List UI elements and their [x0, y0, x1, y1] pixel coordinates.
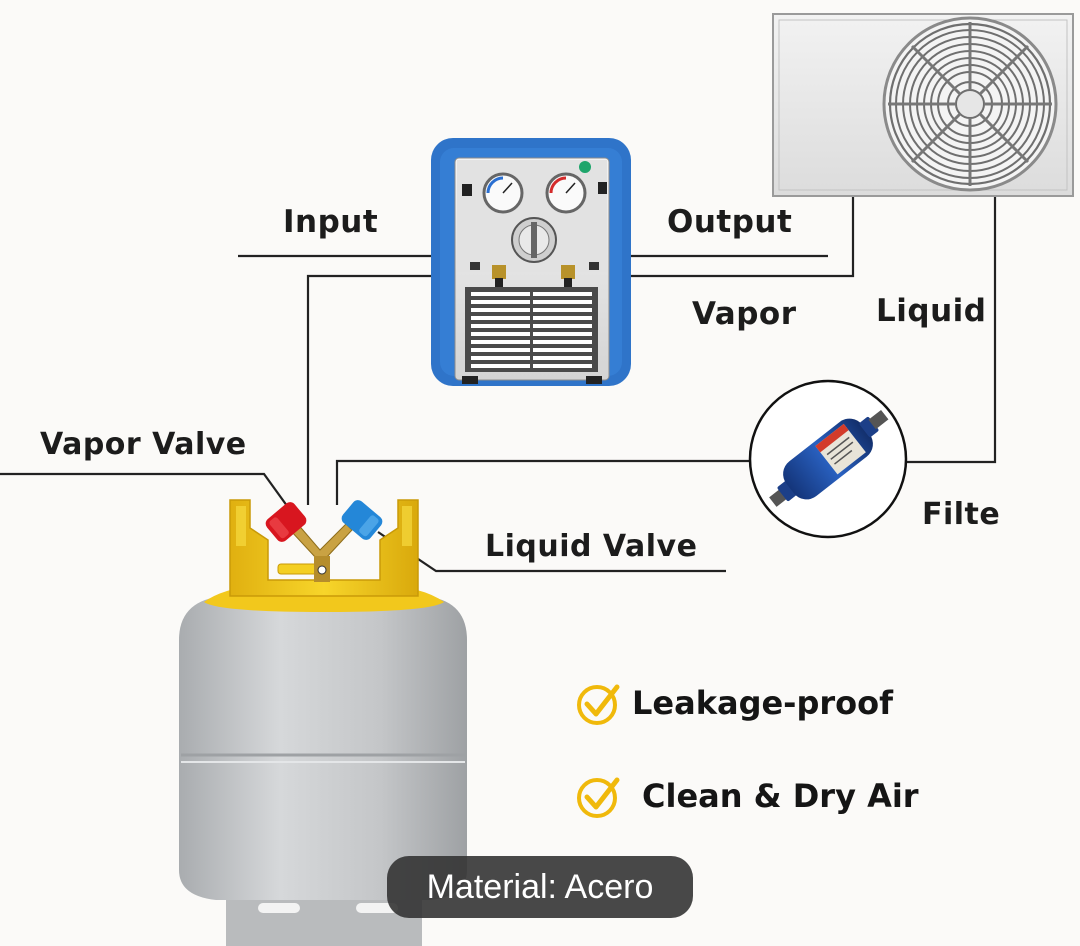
brass-port-input [492, 265, 506, 288]
output-label: Output [667, 204, 793, 240]
vapor-valve-leader-line [0, 472, 291, 511]
vapor-valve-label: Vapor Valve [40, 427, 247, 462]
brass-port-output [561, 265, 575, 288]
liquid-hose-line [335, 459, 752, 505]
liquid-valve-knob [341, 500, 383, 540]
liquid-return-line [905, 196, 997, 464]
liquid-valve-label: Liquid Valve [485, 529, 698, 564]
recovery-machine [431, 138, 631, 386]
feature-clean-dry-air: Clean & Dry Air [642, 777, 919, 815]
input-label: Input [283, 204, 379, 240]
filter-label: Filte [922, 497, 1001, 532]
ac-outdoor-unit [772, 13, 1074, 197]
liquid-label: Liquid [876, 293, 987, 329]
pressure-gauge-high [545, 172, 587, 214]
check-circle-icon [577, 777, 620, 818]
material-badge: Material: Acero [387, 856, 693, 918]
control-knob [511, 217, 557, 263]
fan-grille [882, 16, 1058, 192]
vapor-valve-knob [265, 502, 307, 542]
refrigerant-cylinder [179, 499, 467, 946]
vapor-label: Vapor [692, 296, 797, 332]
pressure-gauge-low [482, 172, 524, 214]
filter-drier-inset [748, 379, 908, 539]
feature-leakage-proof: Leakage-proof [632, 684, 894, 722]
check-circle-icon [577, 684, 620, 725]
vent-grille [465, 287, 598, 372]
